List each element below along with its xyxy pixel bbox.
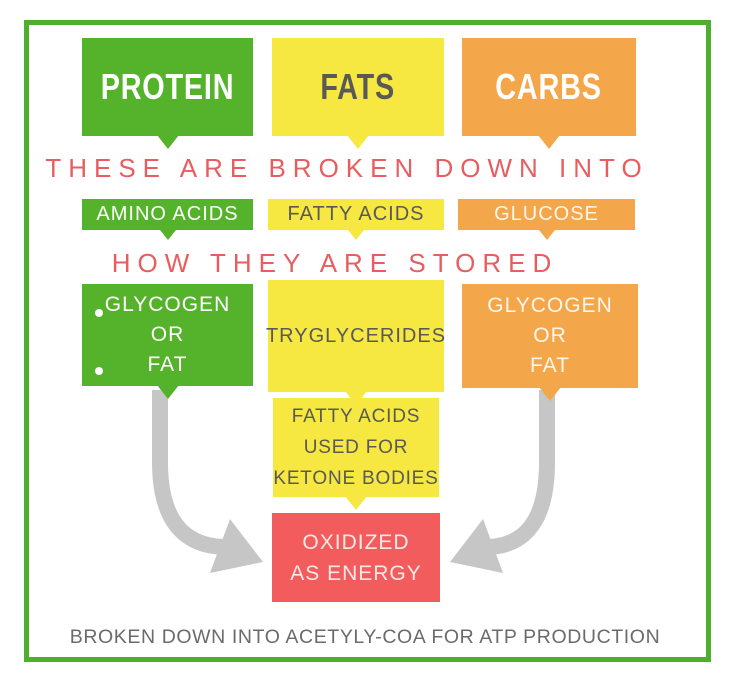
fats-pointer-tail-icon <box>347 135 369 149</box>
amino-acids-label: AMINO ACIDS <box>96 203 239 225</box>
fatty-acids-label: FATTY ACIDS <box>287 203 425 225</box>
amino-acids-tail-icon <box>159 230 176 240</box>
protein-pointer-tail-icon <box>156 135 179 149</box>
ketone-line: KETONE BODIES <box>273 468 439 489</box>
glucose-box: GLUCOSE <box>458 199 635 240</box>
fats-storage-box: TRYGLYCERIDES <box>265 280 447 405</box>
fats-storage-line: TRYGLYCERIDES <box>265 325 447 347</box>
protein-label: PROTEIN <box>100 66 235 107</box>
protein-storage-line: OR <box>150 323 185 346</box>
protein-storage-box: GLYCOGEN OR FAT <box>82 284 253 399</box>
bottom-caption: BROKEN DOWN INTO ACETYLY-COA FOR ATP PRO… <box>69 626 661 648</box>
carbs-storage-line: FAT <box>530 354 570 377</box>
protein-source-box: PROTEIN <box>82 38 253 149</box>
bullet-icon <box>95 309 103 317</box>
broken-down-heading: THESE ARE BROKEN DOWN INTO <box>45 153 649 183</box>
ketone-tail-icon <box>345 496 367 510</box>
oxidized-energy-box: OXIDIZED AS ENERGY <box>272 513 440 602</box>
ketone-line: USED FOR <box>303 437 409 458</box>
fats-source-box: FATS <box>272 38 444 149</box>
fatty-acids-tail-icon <box>348 230 364 240</box>
border-frame <box>24 20 711 662</box>
carbs-pointer-tail-icon <box>538 135 560 149</box>
how-stored-heading: HOW THEY ARE STORED <box>111 248 559 278</box>
energy-line: OXIDIZED <box>302 530 410 554</box>
glucose-tail-icon <box>538 230 555 240</box>
bullet-icon <box>95 367 103 375</box>
protein-storage-line: FAT <box>147 353 188 376</box>
glucose-label: GLUCOSE <box>494 203 599 225</box>
carbs-storage-line: GLYCOGEN <box>487 294 613 317</box>
carbs-storage-box: GLYCOGEN OR FAT <box>462 284 638 401</box>
carbs-label: CARBS <box>495 66 603 107</box>
protein-storage-tail-icon <box>156 385 179 399</box>
carbs-storage-line: OR <box>533 324 567 347</box>
fatty-acids-box: FATTY ACIDS <box>268 199 444 240</box>
carbs-storage-tail-icon <box>539 387 561 401</box>
ketone-bodies-box: FATTY ACIDS USED FOR KETONE BODIES <box>273 398 439 510</box>
fats-label: FATS <box>320 66 396 107</box>
ketone-line: FATTY ACIDS <box>291 406 421 427</box>
carbs-source-box: CARBS <box>462 38 636 149</box>
energy-line: AS ENERGY <box>290 561 422 585</box>
amino-acids-box: AMINO ACIDS <box>82 199 253 240</box>
protein-storage-line: GLYCOGEN <box>104 293 231 316</box>
